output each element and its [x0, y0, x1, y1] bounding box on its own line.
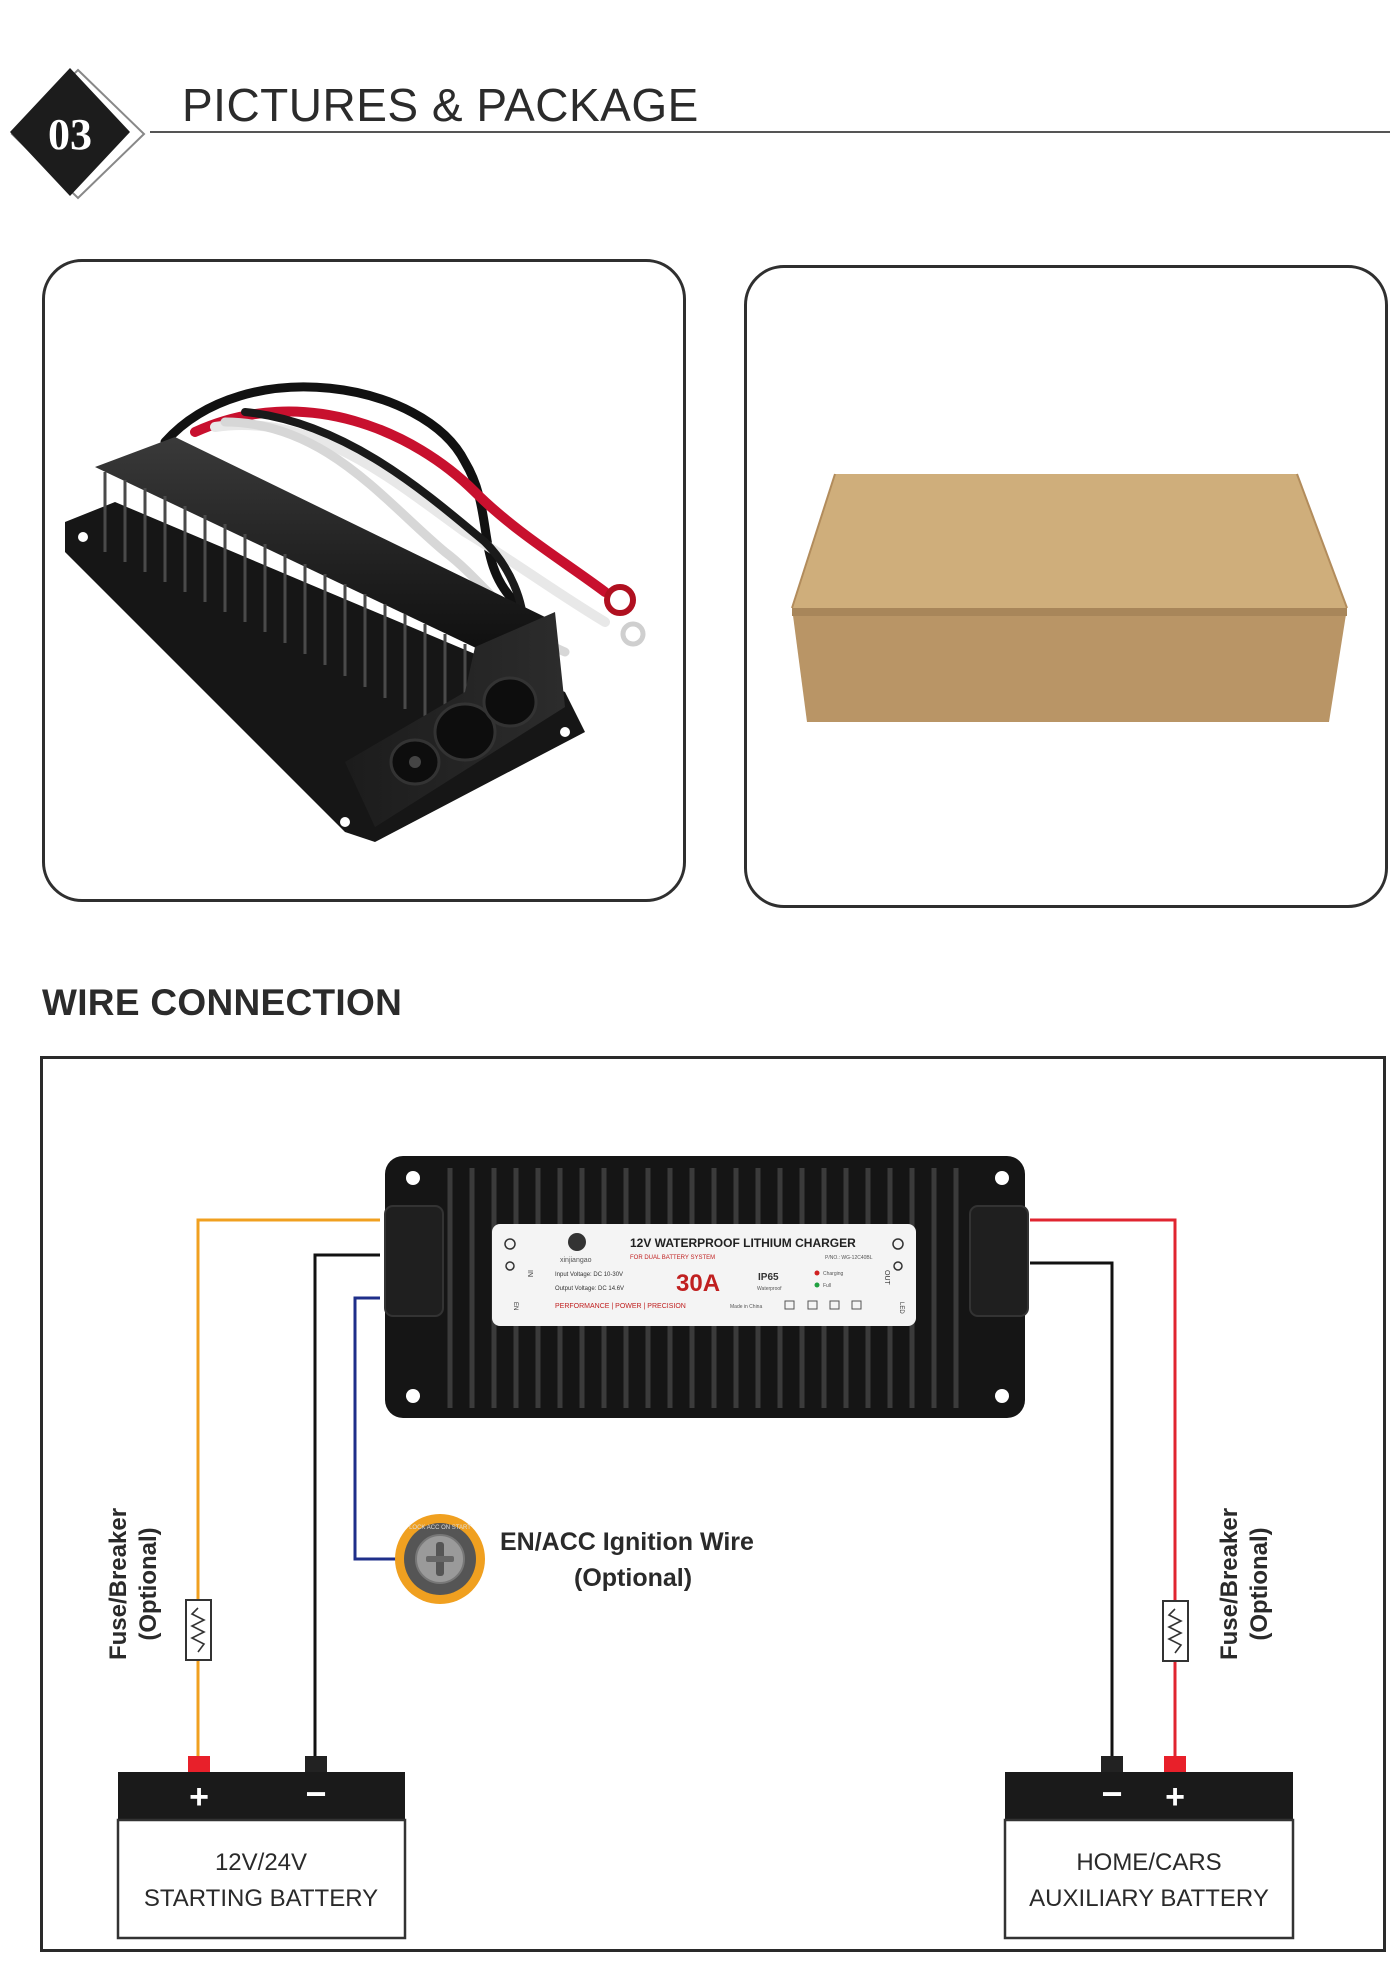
auxiliary-battery: − + HOME/CARS AUXILIARY BATTERY — [1003, 1756, 1295, 1940]
charger-label-out: OUT — [883, 1270, 890, 1286]
aux-negative-wire — [1030, 1261, 1114, 1759]
charger-heatsink-fins — [103, 472, 467, 740]
aux-battery-line1: HOME/CARS — [1076, 1849, 1221, 1876]
starting-battery-plus: + — [189, 1778, 209, 1816]
left-fuse-label-line1: Fuse/Breaker — [105, 1508, 132, 1660]
start-negative-wire — [313, 1253, 380, 1759]
aux-battery-plus: + — [1165, 1778, 1185, 1816]
box-front — [792, 608, 1347, 722]
charger-label-ip-sub: Waterproof — [757, 1286, 782, 1292]
ignition-wire — [353, 1296, 410, 1561]
ignition-label-line1: EN/ACC Ignition Wire — [500, 1528, 754, 1556]
package-box-image — [791, 473, 1348, 722]
charger-label-full: Full — [823, 1283, 831, 1289]
starting-battery-line2: STARTING BATTERY — [144, 1885, 378, 1912]
charger-label-made-in: Made in China — [730, 1304, 762, 1310]
right-fuse-icon — [1162, 1600, 1189, 1662]
charger-label-current: 30A — [676, 1270, 720, 1297]
charger-label-tagline: PERFORMANCE | POWER | PRECISION — [555, 1303, 686, 1310]
charger-label-led: LED — [898, 1302, 904, 1314]
aux-battery-line2: AUXILIARY BATTERY — [1029, 1885, 1269, 1912]
starting-battery-minus: − — [305, 1773, 326, 1814]
ignition-label-line2: (Optional) — [574, 1564, 692, 1592]
charger-label-output: Output Voltage: DC 14.6V — [555, 1286, 624, 1292]
charger-photo-frame — [42, 259, 686, 902]
charger-label-en: EN — [512, 1302, 518, 1310]
section-number: 03 — [48, 110, 92, 159]
charger-label-ip: IP65 — [758, 1272, 779, 1283]
ignition-key-icon: LOCK ACC ON START — [395, 1514, 485, 1604]
right-fuse-label-line2: (Optional) — [1246, 1527, 1273, 1640]
aux-battery-minus: − — [1101, 1773, 1122, 1814]
charger-label-charging: Charging — [823, 1271, 844, 1277]
left-fuse-label-line2: (Optional) — [135, 1527, 162, 1640]
starting-battery-line1: 12V/24V — [215, 1849, 307, 1876]
start-positive-wire — [196, 1218, 380, 1600]
charger-label-in: IN — [526, 1270, 533, 1277]
package-photo-frame — [744, 265, 1388, 908]
charger-label: 12V WATERPROOF LITHIUM CHARGER xinjianga… — [492, 1224, 916, 1326]
charger-label-model: P/NO.: WG-12C40BL — [825, 1255, 873, 1261]
charger-product-image — [65, 382, 646, 842]
wire-connection-heading: WIRE CONNECTION — [42, 982, 403, 1023]
ignition-key-positions: LOCK ACC ON START — [409, 1525, 471, 1531]
section-number-badge: 03 — [10, 68, 146, 200]
starting-battery: + − 12V/24V STARTING BATTERY — [116, 1756, 407, 1940]
charger-label-input: Input Voltage: DC 10-30V — [555, 1272, 623, 1278]
charger-label-brand: xinjiangao — [560, 1257, 592, 1264]
right-fuse-label-line1: Fuse/Breaker — [1216, 1508, 1243, 1660]
header-divider — [150, 131, 1390, 133]
wiring-diagram: 12V WATERPROOF LITHIUM CHARGER xinjianga… — [105, 1156, 1295, 1940]
page-title: PICTURES & PACKAGE — [182, 79, 699, 131]
aux-positive-wire — [1030, 1218, 1177, 1601]
left-fuse-icon — [185, 1599, 212, 1661]
charger-topview: 12V WATERPROOF LITHIUM CHARGER xinjianga… — [384, 1156, 1029, 1418]
box-top — [792, 474, 1347, 608]
charger-label-title: 12V WATERPROOF LITHIUM CHARGER — [630, 1236, 856, 1250]
charger-label-subtitle: FOR DUAL BATTERY SYSTEM — [630, 1255, 715, 1261]
